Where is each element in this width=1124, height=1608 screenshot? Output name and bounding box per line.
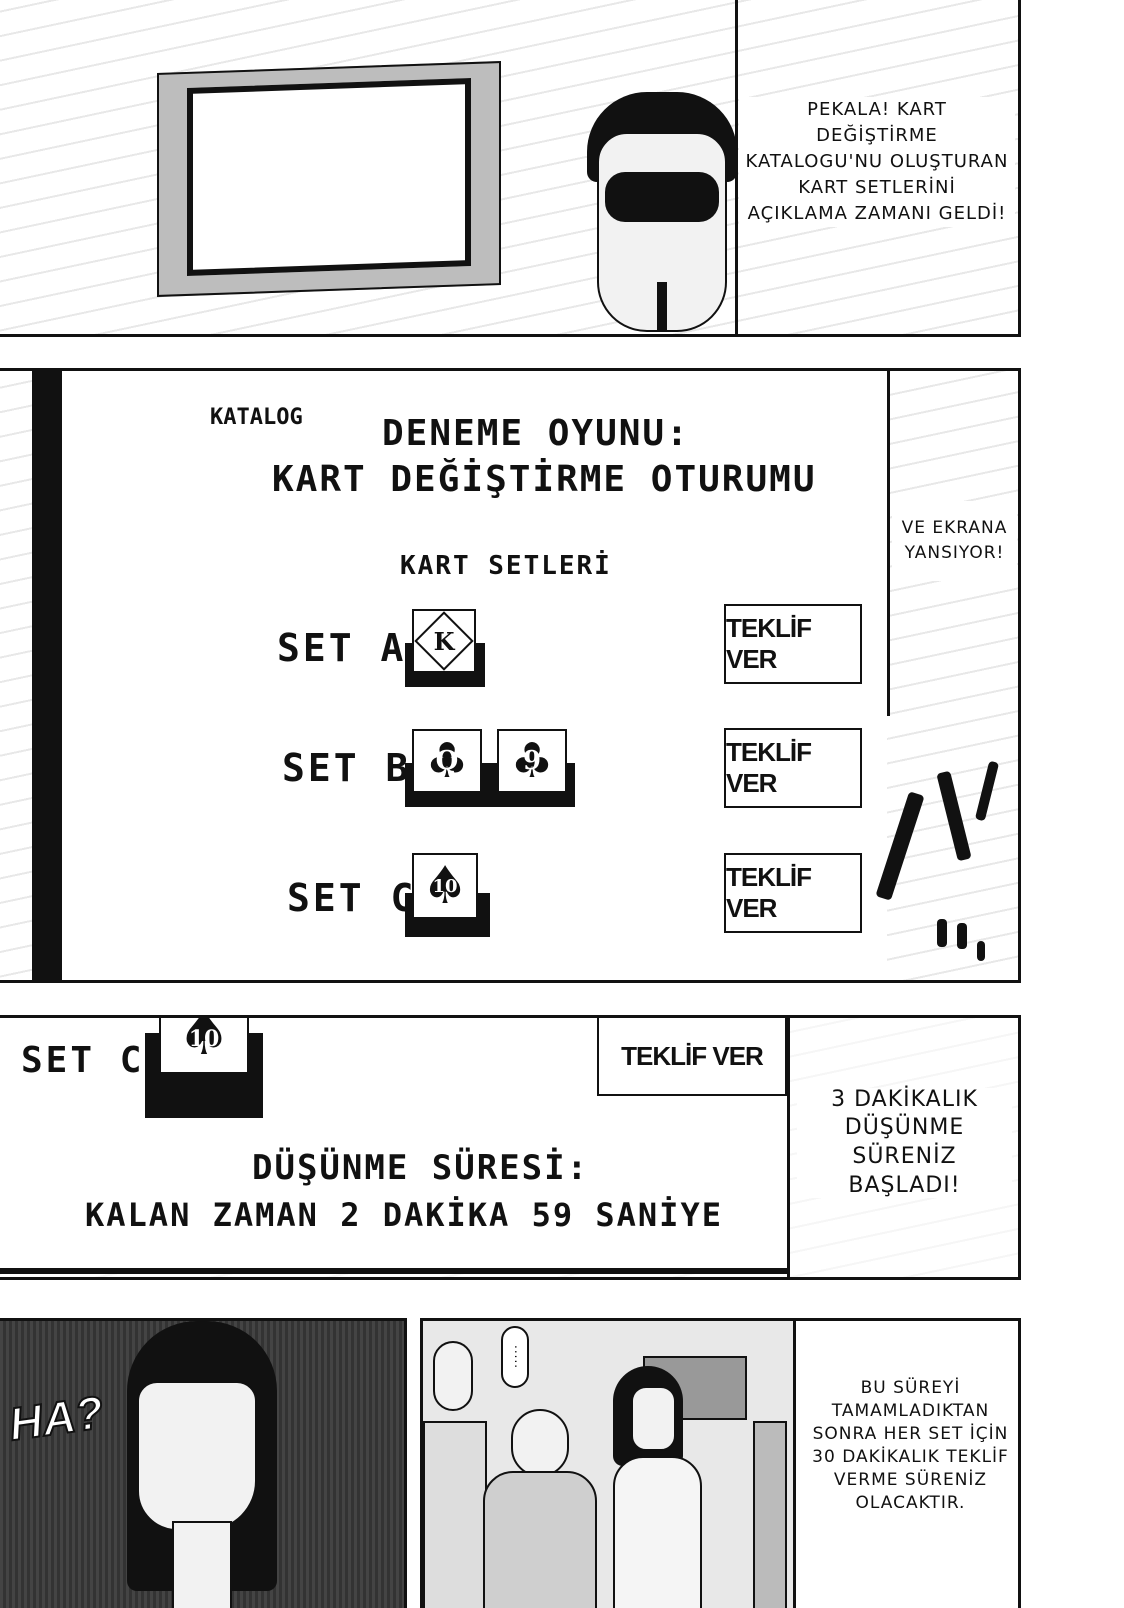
panel-girl-reaction: HA? — [0, 1318, 407, 1608]
host-character — [587, 92, 737, 332]
thinking-time-label: DÜŞÜNME SÜRESİ: — [252, 1148, 590, 1188]
host-speech-text: PEKALA! KART DEĞİŞTİRME KATALOGU'NU OLUŞ… — [745, 98, 1009, 225]
set-c-card-ten-spade: ♠ 10 — [412, 853, 478, 919]
monitor-screen — [187, 78, 471, 276]
set-a-card-king-diamond: K — [412, 609, 476, 673]
set-b-card-queen-club: ♣ Q — [412, 729, 482, 793]
set-c-card-closeup-rank: 10 — [188, 1026, 220, 1052]
set-c-card-closeup: ♠ 10 — [159, 1018, 249, 1074]
side-speech-bubble: VE EKRANA YANSIYOR! — [892, 501, 1017, 581]
girl-neck — [172, 1521, 232, 1608]
panel-divider — [887, 371, 890, 716]
panel-divider — [735, 0, 738, 334]
panel-catalog-screen: KATALOG DENEME OYUNU: KART DEĞİŞTİRME OT… — [0, 368, 1021, 983]
sfx-stroke — [957, 923, 967, 949]
timer-speech-bubble: 3 DAKİKALIK DÜŞÜNME SÜRENİZ BAŞLADI! — [797, 1086, 1012, 1198]
sfx-stroke — [977, 941, 985, 961]
set-c-bid-button[interactable]: TEKLİF VER — [724, 853, 862, 933]
set-b-card-nine-club: ♣ 9 — [497, 729, 567, 793]
catalog-title-line1: DENEME OYUNU: — [382, 413, 690, 454]
set-a-card-rank: K — [433, 626, 455, 656]
rules-speech-bubble: BU SÜREYİ TAMAMLADIKTAN SONRA HER SET İÇ… — [803, 1361, 1018, 1531]
club-icon: ♣ — [425, 733, 469, 789]
panel-timer: SET C ♠ 10 TEKLİF VER DÜŞÜNME SÜRESİ: KA… — [0, 1015, 1021, 1280]
wall-monitor — [157, 60, 501, 298]
host-speech-bubble: PEKALA! KART DEĞİŞTİRME KATALOGU'NU OLUŞ… — [739, 97, 1015, 227]
panel-host-intro: PEKALA! KART DEĞİŞTİRME KATALOGU'NU OLUŞ… — [0, 0, 1021, 337]
spade-icon: ♠ — [177, 1015, 231, 1069]
set-c-bid-button-closeup[interactable]: TEKLİF VER — [597, 1018, 787, 1096]
timer-screen: SET C ♠ 10 TEKLİF VER DÜŞÜNME SÜRESİ: KA… — [0, 1018, 787, 1274]
host-goatee — [657, 282, 667, 332]
girl-face — [137, 1381, 257, 1531]
set-c-label-closeup: SET C — [21, 1040, 145, 1081]
catalog-label: KATALOG — [210, 405, 303, 430]
set-b-card1-rank: Q — [435, 746, 459, 776]
panel-group-scene: ····· BU SÜREYİ TAMAMLADIKTAN SONRA HER … — [420, 1318, 1021, 1608]
bald-man-body — [483, 1471, 597, 1608]
timer-speech-text: 3 DAKİKALIK DÜŞÜNME SÜRENİZ BAŞLADI! — [831, 1086, 978, 1198]
set-c-label: SET C — [287, 876, 417, 920]
spade-icon: ♠ — [421, 855, 469, 916]
thought-dots: ····· — [508, 1344, 523, 1370]
rules-speech-text: BU SÜREYİ TAMAMLADIKTAN SONRA HER SET İÇ… — [812, 1378, 1009, 1513]
panel-divider — [793, 1321, 796, 1608]
panel-divider — [787, 1018, 790, 1277]
doorway — [753, 1421, 787, 1608]
club-icon: ♣ — [510, 733, 554, 789]
set-b-bid-button[interactable]: TEKLİF VER — [724, 728, 862, 808]
side-speech-text: VE EKRANA YANSIYOR! — [901, 518, 1008, 563]
sfx-stroke — [937, 919, 947, 947]
set-b-label: SET B — [282, 746, 412, 790]
set-b-card2-rank: 9 — [522, 746, 542, 776]
set-a-bid-button[interactable]: TEKLİF VER — [724, 604, 862, 684]
set-a-label: SET A — [277, 626, 407, 670]
set-c-card-rank: 10 — [432, 875, 458, 897]
screen-bezel-left — [32, 371, 62, 980]
catalog-title-line2: KART DEĞİŞTİRME OTURUMU — [272, 459, 817, 500]
man-left-body — [423, 1421, 487, 1608]
man-left-head — [433, 1341, 473, 1411]
girl-small-face — [631, 1386, 676, 1451]
time-remaining: KALAN ZAMAN 2 DAKİKA 59 SANİYE — [85, 1196, 723, 1234]
bald-man-head — [511, 1409, 569, 1477]
girl-small-body — [613, 1456, 702, 1608]
card-sets-heading: KART SETLERİ — [400, 551, 612, 581]
host-mask — [605, 172, 719, 222]
room-background — [423, 1321, 793, 1608]
catalog-screen: KATALOG DENEME OYUNU: KART DEĞİŞTİRME OT… — [62, 371, 887, 980]
thought-bubble: ····· — [501, 1326, 529, 1388]
